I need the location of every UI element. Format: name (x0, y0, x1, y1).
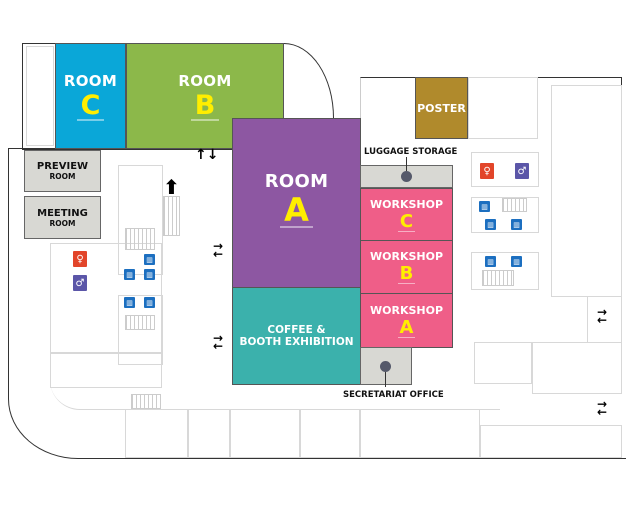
wall (551, 85, 622, 297)
wall (480, 425, 622, 458)
room-b[interactable]: ROOM B (126, 43, 284, 149)
wall (50, 353, 162, 388)
wall (125, 409, 188, 458)
preview-label-line2: ROOM (49, 172, 76, 181)
entrance-arrow-icon: ↑↓ (195, 147, 219, 163)
preview-room[interactable]: PREVIEW ROOM (24, 150, 101, 192)
wall (471, 197, 539, 233)
room-c-label: ROOM (63, 71, 118, 90)
elevator-icon: ▥ (511, 256, 522, 267)
wall (471, 252, 539, 290)
wall (118, 165, 163, 275)
workshop-b-label: WORKSHOP (369, 250, 444, 263)
wall (230, 409, 300, 458)
coffee-booth-exhibition[interactable]: COFFEE & BOOTH EXHIBITION (232, 287, 361, 385)
workshop-a-letter: A (397, 316, 416, 338)
elevator-icon: ▥ (124, 297, 135, 308)
female-restroom-icon: ♀ (73, 251, 87, 267)
staircase (502, 198, 527, 212)
wall (300, 409, 360, 458)
wall (468, 77, 538, 139)
room-a-label: ROOM (264, 171, 329, 192)
workshop-c[interactable]: WORKSHOP C (360, 188, 453, 241)
wall (50, 243, 162, 353)
coffee-label-line1: COFFEE & (267, 324, 326, 336)
wall (26, 46, 54, 146)
poster-area[interactable]: POSTER (415, 77, 468, 139)
wall (188, 409, 230, 458)
meeting-label-line2: ROOM (49, 218, 76, 228)
wall (360, 409, 480, 458)
luggage-leader-line (406, 157, 407, 171)
wall (471, 152, 539, 187)
building-outline-main (8, 148, 626, 459)
room-c[interactable]: ROOM C (55, 43, 126, 149)
elevator-icon: ▥ (144, 254, 155, 265)
poster-label: POSTER (417, 101, 466, 115)
staircase (482, 270, 514, 286)
workshop-b-letter: B (397, 263, 416, 284)
workshop-c-letter: C (397, 210, 416, 232)
room-a[interactable]: ROOM A (232, 118, 361, 288)
female-restroom-icon: ♀ (480, 163, 494, 179)
secretariat-leader-line (385, 372, 386, 387)
room-b-label: ROOM (178, 71, 232, 90)
staircase (125, 315, 155, 330)
elevator-icon: ▥ (485, 256, 496, 267)
preview-label-line1: PREVIEW (36, 161, 89, 172)
entrance-arrow-icon: →← (213, 331, 224, 353)
room-c-letter: C (76, 92, 105, 121)
elevator-icon: ▥ (479, 201, 490, 212)
entrance-arrow-icon: →← (597, 305, 608, 327)
room-b-letter: B (190, 92, 220, 121)
luggage-storage-label: LUGGAGE STORAGE (364, 147, 458, 157)
workshop-c-label: WORKSHOP (369, 197, 444, 211)
staircase (125, 228, 155, 250)
wall (118, 295, 163, 365)
elevator-icon: ▥ (144, 297, 155, 308)
meeting-label-line1: MEETING (37, 207, 88, 219)
room-a-letter: A (280, 194, 313, 228)
elevator-icon: ▥ (144, 269, 155, 280)
male-restroom-icon: ♂ (515, 163, 529, 179)
staircase (131, 394, 161, 409)
luggage-marker (401, 171, 412, 182)
secretariat-office-label: SECRETARIAT OFFICE (343, 390, 444, 400)
elevator-icon: ▥ (124, 269, 135, 280)
staircase (163, 196, 180, 236)
wall (474, 342, 532, 384)
workshop-a[interactable]: WORKSHOP A (360, 293, 453, 348)
entrance-arrow-icon: →← (597, 397, 608, 419)
wall (532, 342, 622, 394)
building-top-left-edge (8, 148, 56, 149)
elevator-icon: ▥ (485, 219, 496, 230)
secretariat-marker (380, 361, 391, 372)
coffee-label-line2: BOOTH EXHIBITION (239, 336, 354, 348)
building-bottom-right-edge (480, 458, 626, 459)
wall (587, 297, 622, 342)
workshop-a-label: WORKSHOP (369, 303, 444, 317)
up-arrow-icon: ⬆ (163, 175, 180, 199)
meeting-room[interactable]: MEETING ROOM (24, 196, 101, 239)
workshop-b[interactable]: WORKSHOP B (360, 240, 453, 294)
male-restroom-icon: ♂ (73, 275, 87, 291)
elevator-icon: ▥ (511, 219, 522, 230)
entrance-arrow-icon: →← (213, 239, 224, 261)
